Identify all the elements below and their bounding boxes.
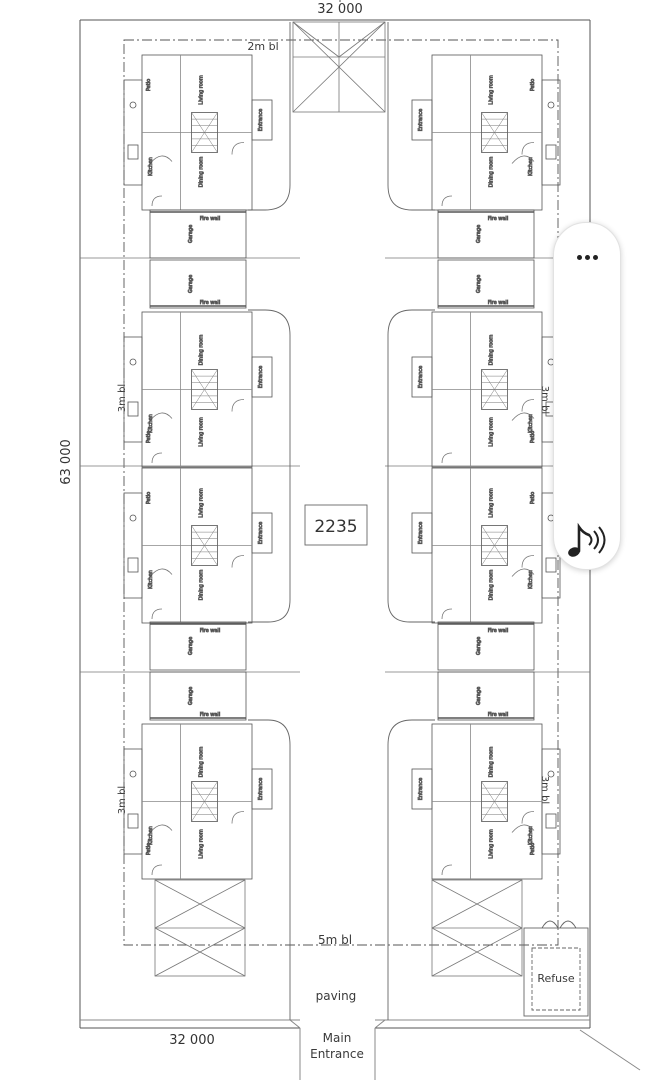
patio-label: Patio <box>146 492 152 504</box>
driveway-curbs <box>248 22 435 1020</box>
dining-room-label: Dining room <box>199 747 205 778</box>
kitchen-label: Kitchen <box>528 826 534 845</box>
garage-label: Garage <box>476 225 482 243</box>
garage-label: Garage <box>476 275 482 293</box>
garage-1: Garage Fire wall <box>149 209 247 259</box>
entrance-label: Entrance <box>418 778 424 800</box>
dining-room-label: Dining room <box>489 570 495 601</box>
floating-toolbar <box>553 222 621 570</box>
fire-wall-label: Fire wall <box>488 300 508 306</box>
garage-label: Garage <box>188 687 194 705</box>
kitchen-label: Kitchen <box>528 157 534 176</box>
audio-button[interactable] <box>554 511 620 571</box>
bottom-parking <box>154 879 523 977</box>
living-room-label: Living room <box>199 488 205 518</box>
living-room-label: Living room <box>489 417 495 447</box>
dimension-top: 32 000 <box>317 2 363 17</box>
building-line-right-label-1: 3m bl <box>539 386 550 414</box>
living-room-label: Living room <box>489 488 495 518</box>
fire-wall-label: Fire wall <box>488 712 508 718</box>
fire-wall-label: Fire wall <box>200 300 220 306</box>
living-room-label: Living room <box>489 75 495 105</box>
kitchen-label: Kitchen <box>148 826 154 845</box>
fire-wall-label: Fire wall <box>200 216 220 222</box>
garage-label: Garage <box>188 225 194 243</box>
kitchen-label: Kitchen <box>148 570 154 589</box>
entrance-label: Entrance <box>418 522 424 544</box>
entrance-label: Entrance <box>418 366 424 388</box>
garage-label: Garage <box>188 275 194 293</box>
living-room-label: Living room <box>199 75 205 105</box>
stand-number: 2235 <box>314 517 357 537</box>
building-line-bottom-label: 5m bl <box>318 933 352 947</box>
garage-5: Garage Fire wall <box>437 209 535 259</box>
garage-label: Garage <box>476 637 482 655</box>
entrance-label: Entrance <box>258 366 264 388</box>
more-options-button[interactable] <box>554 227 620 287</box>
top-driveway-cross <box>292 21 386 113</box>
building-line-right-label-2: 3m bl <box>539 776 550 804</box>
refuse-label: Refuse <box>537 972 574 985</box>
refuse-area <box>523 920 589 1017</box>
living-room-label: Living room <box>199 829 205 859</box>
kitchen-label: Kitchen <box>528 414 534 433</box>
building-line-left-label-1: 3m bl <box>117 384 128 412</box>
building-line-top-label: 2m bl <box>247 40 278 53</box>
living-room-label: Living room <box>199 417 205 447</box>
dining-room-label: Dining room <box>199 335 205 366</box>
fire-wall-label: Fire wall <box>488 628 508 634</box>
entrance-label: Entrance <box>258 522 264 544</box>
fire-wall-label: Fire wall <box>488 216 508 222</box>
kitchen-label: Kitchen <box>528 570 534 589</box>
patio-label: Patio <box>530 843 536 855</box>
patio-label: Patio <box>146 79 152 91</box>
garage-3: Garage Fire wall <box>149 621 247 671</box>
kitchen-label: Kitchen <box>148 414 154 433</box>
music-note-sound-icon <box>568 522 606 557</box>
stand-number-box <box>304 504 368 546</box>
patio-label: Patio <box>530 431 536 443</box>
dimension-bottom: 32 000 <box>169 1033 215 1048</box>
entrance-label: Entrance <box>258 778 264 800</box>
entrance-label: Entrance <box>258 109 264 131</box>
main-entrance-label-1: Main <box>323 1031 352 1045</box>
living-room-label: Living room <box>489 829 495 859</box>
dining-room-label: Dining room <box>489 335 495 366</box>
building-line-left-label-2: 3m bl <box>117 786 128 814</box>
garage-label: Garage <box>188 637 194 655</box>
fire-wall-label: Fire wall <box>200 712 220 718</box>
patio-label: Patio <box>146 431 152 443</box>
dining-room-label: Dining room <box>199 570 205 601</box>
more-horizontal-icon <box>576 254 598 260</box>
garage-7: Garage Fire wall <box>437 621 535 671</box>
entrance-label: Entrance <box>418 109 424 131</box>
fire-wall-label: Fire wall <box>200 628 220 634</box>
main-entrance-label-2: Entrance <box>310 1047 364 1061</box>
dining-room-label: Dining room <box>199 157 205 188</box>
dining-room-label: Dining room <box>489 747 495 778</box>
patio-label: Patio <box>530 79 536 91</box>
paving-label: paving <box>316 989 357 1003</box>
patio-label: Patio <box>530 492 536 504</box>
dining-room-label: Dining room <box>489 157 495 188</box>
garage-label: Garage <box>476 687 482 705</box>
kitchen-label: Kitchen <box>148 157 154 176</box>
dimension-left: 63 000 <box>59 439 74 485</box>
patio-label: Patio <box>146 843 152 855</box>
